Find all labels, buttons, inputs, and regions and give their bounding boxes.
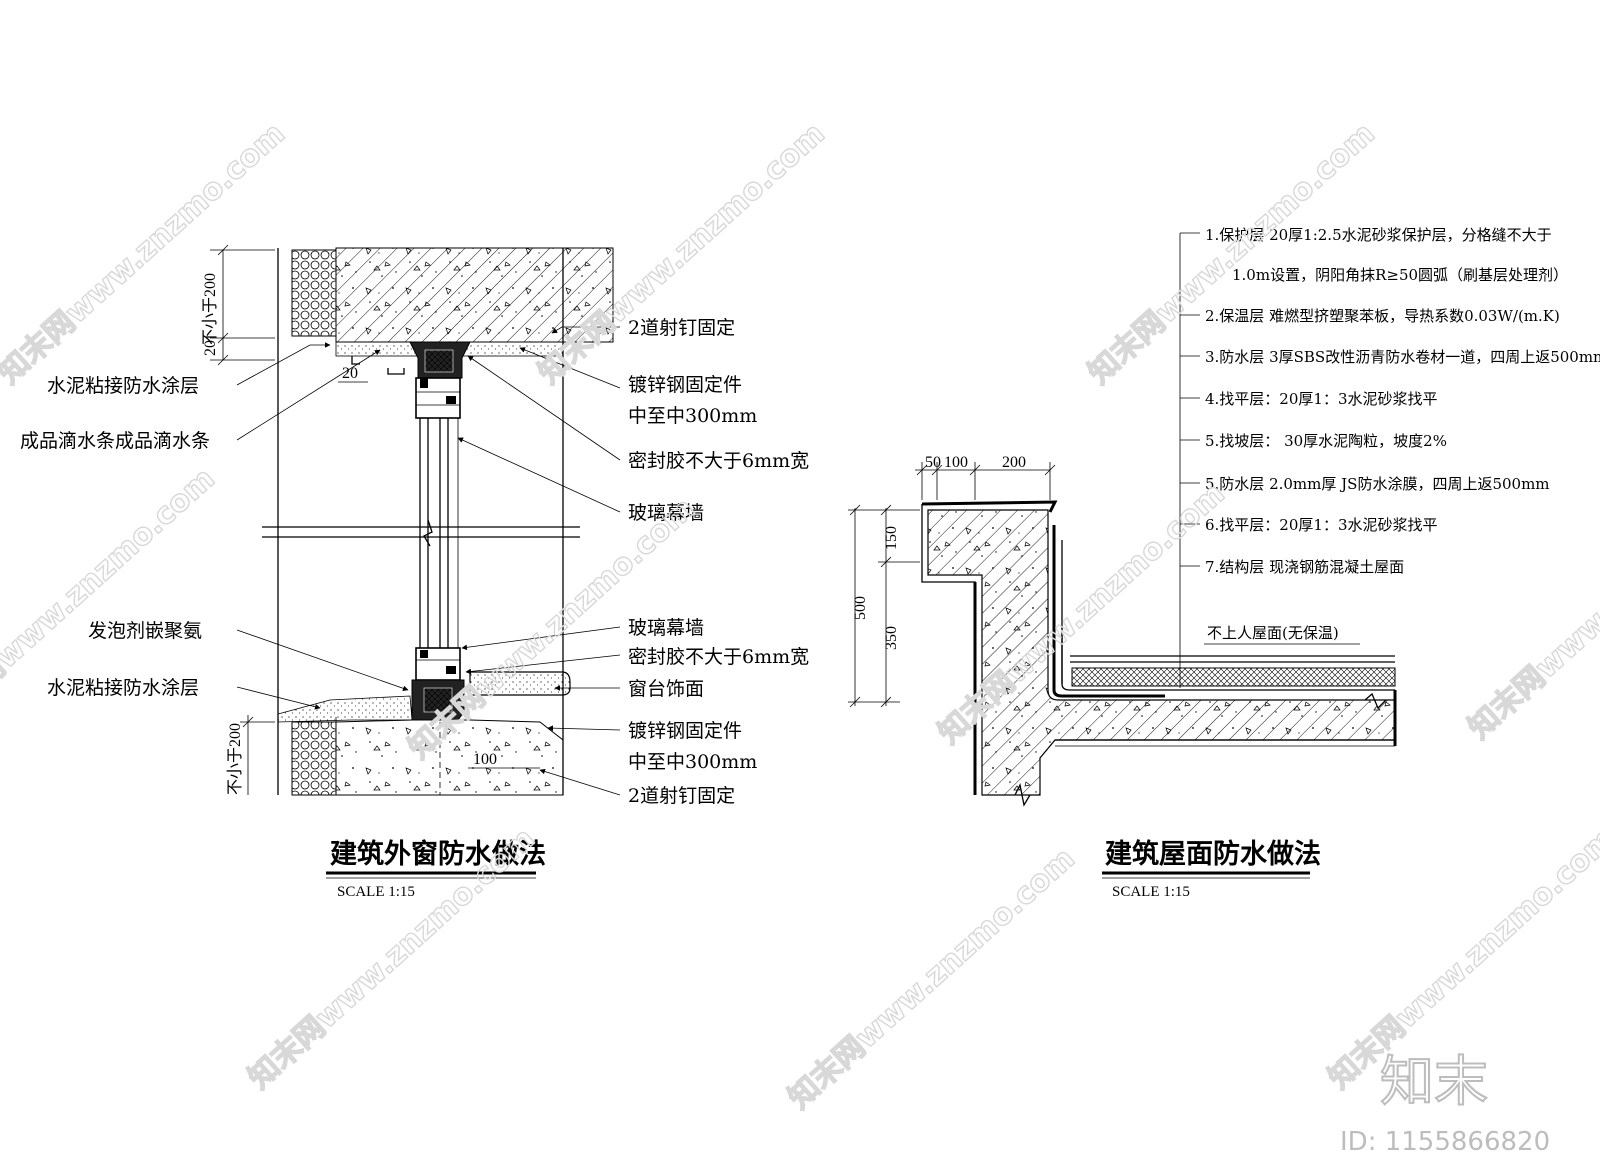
label-foam-sealant: 发泡剂嵌聚氨: [88, 620, 202, 642]
window-detail-title: 建筑外窗防水做法: [330, 838, 546, 870]
dim-gap-20: 20: [342, 365, 358, 382]
label-spacing-top: 中至中300mm: [628, 405, 757, 427]
roof-dim-350: 350: [883, 626, 900, 650]
label-nail-fixing-bottom: 2道射钉固定: [628, 785, 735, 807]
watermark-text: 知末网www.znzmo.com: [0, 116, 292, 391]
roof-layer-4: 4.找平层：20厚1：3水泥砂浆找平: [1205, 390, 1438, 408]
brand-logo: 知末: [1380, 1050, 1488, 1113]
label-sill-finish: 窗台饰面: [628, 678, 704, 700]
label-sealant-top: 密封胶不大于6mm宽: [628, 450, 809, 472]
roof-dim-50: 50: [925, 454, 941, 471]
label-glass-curtain-bottom: 玻璃幕墙: [628, 617, 704, 639]
roof-layer-1: 1.保护层 20厚1:2.5水泥砂浆保护层，分格缝不大于: [1205, 226, 1552, 244]
roof-dimensions: [848, 462, 1056, 708]
label-steel-fixing-top: 镀锌钢固定件: [628, 374, 742, 396]
roof-dim-150: 150: [883, 526, 900, 550]
roof-detail-title: 建筑屋面防水做法: [1105, 838, 1321, 870]
label-spacing-bottom: 中至中300mm: [628, 751, 757, 773]
label-cement-waterproof-top: 水泥粘接防水涂层: [47, 375, 199, 397]
dim-bottom-100: 100: [473, 751, 497, 768]
roof-detail-scale: SCALE 1:15: [1112, 884, 1190, 900]
window-detail-drawing: [262, 247, 614, 796]
image-id: ID: 1155866820: [1340, 1127, 1550, 1157]
roof-layer-3: 3.防水层 3厚SBS改性沥青防水卷材一道，四周上返500mm: [1205, 348, 1600, 366]
watermark-text: 知末网www.znzmo.com: [782, 841, 1082, 1116]
dim-top-min-200: 不小于200: [201, 273, 219, 345]
roof-type-note: 不上人屋面(无保温): [1207, 624, 1339, 642]
roof-dim-500: 500: [852, 596, 869, 620]
roof-layer-2: 2.保温层 难燃型挤塑聚苯板，导热系数0.03W/(m.K): [1205, 307, 1560, 325]
label-drip-strip: 成品滴水条成品滴水条: [20, 430, 210, 452]
roof-detail-drawing: [921, 500, 1397, 807]
dim-bottom-min-200: 不小于200: [226, 723, 244, 795]
dim-top-20: 20: [202, 340, 219, 356]
window-detail-scale: SCALE 1:15: [337, 884, 415, 900]
roof-leaders: [1179, 232, 1360, 688]
label-cement-waterproof-bottom: 水泥粘接防水涂层: [47, 677, 199, 699]
label-sealant-bottom: 密封胶不大于6mm宽: [628, 646, 809, 668]
roof-layer-1-cont: 1.0m设置，阴阳角抹R≥50圆弧（刷基层处理剂）: [1232, 266, 1568, 284]
roof-layer-6: 6.找平层：20厚1：3水泥砂浆找平: [1205, 516, 1438, 534]
label-glass-curtain-top: 玻璃幕墙: [628, 502, 704, 524]
roof-layer-5b: 5.防水层 2.0mm厚 JS防水涂膜，四周上返500mm: [1205, 475, 1550, 493]
label-nail-fixing-top: 2道射钉固定: [628, 317, 735, 339]
watermark-text: 知末网www.znzmo.com: [1462, 471, 1600, 746]
window-dimensions: [210, 244, 540, 795]
roof-dim-100: 100: [944, 454, 968, 471]
roof-dim-200: 200: [1002, 454, 1026, 471]
label-steel-fixing-bottom: 镀锌钢固定件: [628, 720, 742, 742]
window-leaders: [236, 326, 621, 796]
roof-layer-7: 7.结构层 现浇钢筋混凝土屋面: [1205, 558, 1404, 576]
roof-layer-5a: 5.找坡层： 30厚水泥陶粒，坡度2%: [1205, 432, 1447, 450]
